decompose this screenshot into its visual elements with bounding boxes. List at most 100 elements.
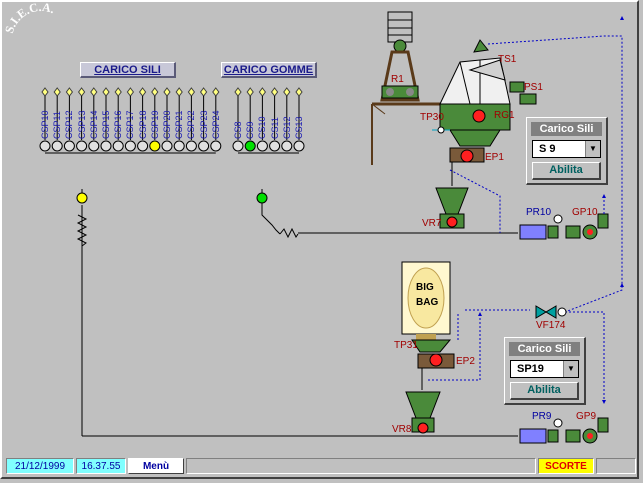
carico-sili-panel-1: Carico Sili S 9 ▼ Abilita	[526, 117, 608, 185]
panel-1-abilita-button[interactable]: Abilita	[532, 162, 601, 180]
panel-2-select-value: SP19	[517, 363, 544, 375]
silo-label: CSP12	[64, 110, 75, 139]
status-bar: 21/12/1999 16.37.55 Menù SCORTE	[4, 456, 637, 476]
silo-label: CSP18	[137, 110, 148, 139]
hopper-r1	[371, 11, 440, 165]
pump-gp9	[519, 417, 609, 444]
scorte-button[interactable]: SCORTE	[538, 458, 594, 474]
silo-label: CSP16	[113, 110, 124, 139]
silo-top-marker	[126, 87, 135, 97]
label-tp30: TP30	[420, 112, 444, 123]
silo-top-marker	[151, 87, 159, 97]
label-rg1: RG1	[494, 110, 515, 121]
silo-top-marker	[258, 87, 267, 97]
main-hopper	[432, 39, 537, 163]
silo-indicator[interactable]	[51, 140, 63, 152]
silo-indicator[interactable]	[210, 140, 222, 152]
silo-label: CSP20	[162, 110, 172, 139]
silo-indicator[interactable]	[88, 140, 100, 152]
silo-top-marker	[234, 87, 242, 97]
silo-label: CSP17	[125, 110, 136, 139]
label-vr8: VR8	[392, 424, 412, 435]
silo-indicator[interactable]	[149, 140, 161, 152]
ep1-indicator	[460, 149, 474, 163]
silo-label: CS12	[281, 116, 292, 139]
panel-1-title: Carico Sili	[531, 122, 602, 136]
label-vr7: VR7	[422, 218, 442, 229]
carico-sili-panel-2: Carico Sili SP19 ▼ Abilita	[504, 337, 586, 405]
status-date: 21/12/1999	[6, 458, 74, 474]
silo-indicator[interactable]	[281, 140, 293, 152]
silo-indicator[interactable]	[293, 140, 305, 152]
label-ep2: EP2	[456, 356, 475, 367]
silo-indicator[interactable]	[185, 140, 197, 152]
silo-label: CSP24	[210, 110, 221, 139]
silo-top-marker	[65, 87, 74, 97]
label-vf174: VF174	[536, 320, 566, 331]
panel-2-silo-select[interactable]: SP19 ▼	[510, 360, 579, 378]
blue-pipes	[426, 35, 623, 400]
silo-label: CSP14	[88, 110, 99, 139]
silo-top-marker	[199, 87, 208, 97]
label-ep1: EP1	[485, 152, 504, 163]
status-time: 16.37.55	[76, 458, 126, 474]
silo-indicator[interactable]	[124, 140, 136, 152]
panel-1-select-value: S 9	[539, 143, 556, 155]
silo-top-marker	[114, 87, 122, 97]
silo-label: CSP21	[174, 110, 185, 139]
label-big: BIG	[416, 282, 434, 293]
silo-top-marker	[90, 87, 98, 97]
silo-label: CSP10	[40, 110, 50, 139]
silo-top-marker	[163, 87, 171, 97]
silo-indicator[interactable]	[232, 140, 244, 152]
silo-label: CSP22	[186, 110, 197, 139]
chevron-down-icon[interactable]: ▼	[563, 361, 578, 377]
silo-label: CSP23	[198, 110, 209, 139]
silo-top-marker	[53, 87, 61, 97]
silo-indicator[interactable]	[112, 140, 124, 152]
label-tp31: TP31	[394, 340, 418, 351]
silo-indicator[interactable]	[269, 140, 281, 152]
status-message-area	[186, 458, 536, 474]
silo-label: CSP11	[52, 111, 63, 139]
label-r1: R1	[391, 74, 404, 85]
silo-top-marker	[295, 87, 303, 97]
silo-top-marker	[270, 87, 279, 97]
silo-label: CS11	[269, 117, 280, 139]
carico-sili-button[interactable]: CARICO SILI	[80, 62, 176, 78]
silo-indicator[interactable]	[137, 140, 149, 152]
silo-label: CS8	[233, 121, 243, 139]
silo-top-marker	[175, 87, 183, 97]
silo-label: CSP19	[149, 110, 160, 139]
label-gp9: GP9	[576, 411, 597, 422]
silo-top-marker	[187, 87, 196, 97]
silo-indicator[interactable]	[244, 140, 256, 152]
silo-indicator[interactable]	[173, 140, 185, 152]
panel-2-abilita-button[interactable]: Abilita	[510, 382, 579, 400]
silo-label: CSP13	[76, 110, 87, 139]
logo-text: S.I.E.C.A.	[2, 0, 57, 35]
carico-gomme-button[interactable]: CARICO GOMME	[221, 62, 317, 78]
silo-indicator[interactable]	[161, 140, 173, 152]
silo-top-marker	[138, 87, 147, 97]
silo-indicator[interactable]	[76, 140, 88, 152]
silo-top-marker	[283, 87, 291, 97]
panel-2-title: Carico Sili	[509, 342, 580, 356]
silo-top-marker	[41, 87, 49, 97]
silo-indicator[interactable]	[63, 140, 75, 152]
sensor-green	[256, 192, 268, 204]
label-pr10: PR10	[526, 207, 552, 218]
status-extra-area	[596, 458, 636, 474]
label-ps1: PS1	[524, 82, 543, 93]
silo-indicator[interactable]	[198, 140, 210, 152]
silo-indicator[interactable]	[256, 140, 268, 152]
silo-indicator[interactable]	[39, 140, 51, 152]
chevron-down-icon[interactable]: ▼	[585, 141, 600, 157]
menu-button[interactable]: Menù	[128, 458, 184, 474]
panel-1-silo-select[interactable]: S 9 ▼	[532, 140, 601, 158]
silo-indicator[interactable]	[100, 140, 112, 152]
valve-vr8	[405, 391, 441, 434]
rg1-indicator	[472, 109, 486, 123]
sensor-yellow	[76, 192, 88, 204]
